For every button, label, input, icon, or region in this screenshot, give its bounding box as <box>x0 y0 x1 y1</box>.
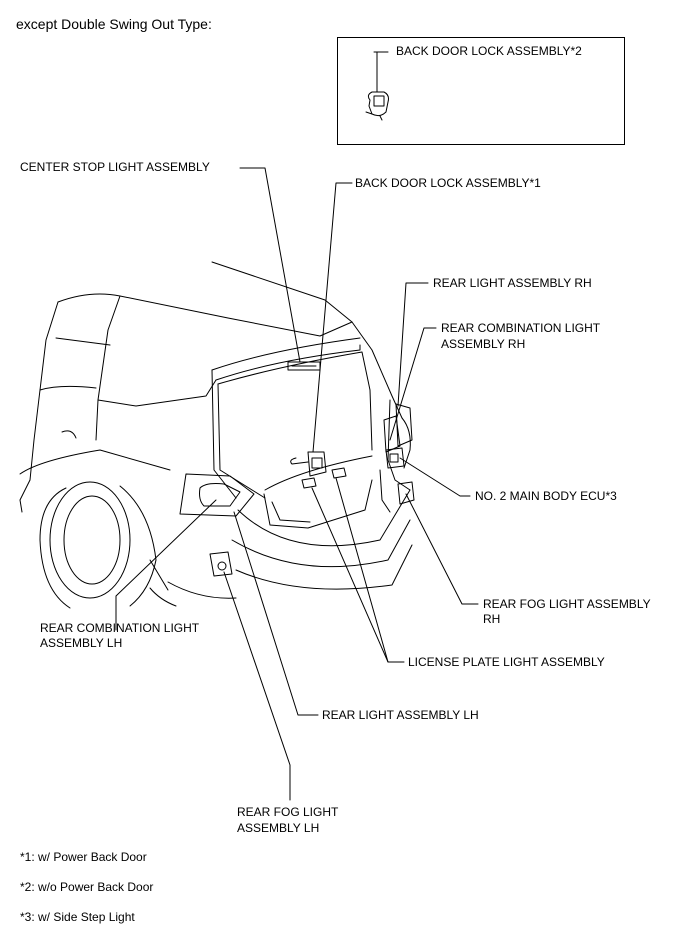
vehicle-body <box>19 261 413 609</box>
page-title: except Double Swing Out Type: <box>16 16 212 32</box>
leader-rear-fog-rh <box>405 493 479 605</box>
label-rear-combination-lh-line2: ASSEMBLY LH <box>40 636 123 650</box>
leader-rear-fog-lh <box>223 571 291 801</box>
back-door-lock-part-inset <box>365 51 389 121</box>
main-body-ecu-part <box>385 447 405 469</box>
back-door-lock-part <box>290 451 327 477</box>
label-rear-fog-lh-line1: REAR FOG LIGHT <box>237 805 339 819</box>
rear-combination-light-lh-part <box>179 473 255 517</box>
label-rear-fog-rh-line2: RH <box>483 612 501 626</box>
leader-lines <box>115 167 479 801</box>
label-center-stop-light: CENTER STOP LIGHT ASSEMBLY <box>20 160 210 174</box>
leader-license-plate-2 <box>311 487 389 663</box>
label-back-door-lock-2: BACK DOOR LOCK ASSEMBLY*2 <box>396 44 582 58</box>
label-rear-light-rh: REAR LIGHT ASSEMBLY RH <box>433 276 592 290</box>
footnote-3: *3: w/ Side Step Light <box>20 910 135 924</box>
label-rear-combination-rh-line2: ASSEMBLY RH <box>441 337 526 351</box>
footnote-1: *1: w/ Power Back Door <box>20 850 147 864</box>
label-main-body-ecu: NO. 2 MAIN BODY ECU*3 <box>475 489 617 503</box>
rear-combination-light-rh-part <box>383 415 401 453</box>
footnote-2: *2: w/o Power Back Door <box>20 880 154 894</box>
leader-rear-light-lh <box>233 511 319 716</box>
rear-light-rh-part <box>395 403 413 447</box>
label-back-door-lock-1: BACK DOOR LOCK ASSEMBLY*1 <box>355 176 541 190</box>
label-rear-fog-rh-line1: REAR FOG LIGHT ASSEMBLY <box>483 597 651 611</box>
label-license-plate-light: LICENSE PLATE LIGHT ASSEMBLY <box>408 655 605 669</box>
license-plate-light-part <box>301 467 347 489</box>
leader-rear-combination-lh <box>115 499 217 631</box>
label-rear-combination-lh-line1: REAR COMBINATION LIGHT <box>40 621 200 635</box>
label-rear-combination-rh-line1: REAR COMBINATION LIGHT <box>441 321 601 335</box>
rear-fog-light-lh-part <box>209 551 233 577</box>
inset-box <box>337 37 625 145</box>
label-rear-fog-lh-line2: ASSEMBLY LH <box>237 821 320 835</box>
leader-center-stop-light <box>239 167 301 363</box>
leader-license-plate-1 <box>335 477 405 663</box>
rear-fog-light-rh-part <box>397 481 415 505</box>
leader-main-body-ecu <box>399 457 471 497</box>
label-rear-light-lh: REAR LIGHT ASSEMBLY LH <box>322 708 479 722</box>
leader-back-door-lock <box>312 182 353 453</box>
leader-rear-light-rh <box>397 282 429 407</box>
leader-rear-combination-rh <box>389 327 437 441</box>
